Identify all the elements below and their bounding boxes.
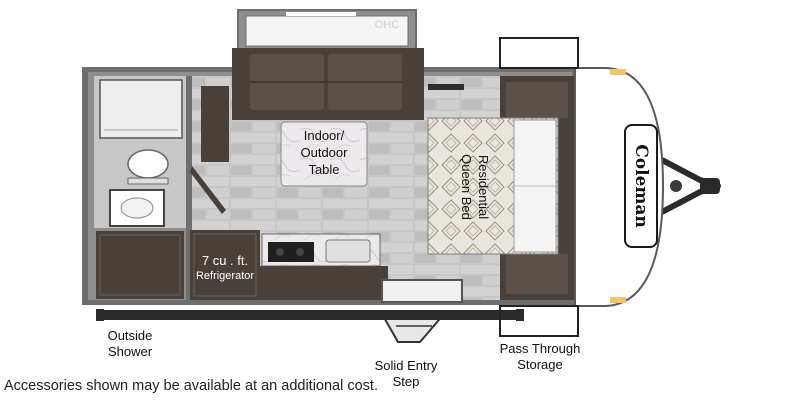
hitch bbox=[660, 157, 721, 215]
entry-step-label: Solid Entry Step bbox=[374, 358, 438, 389]
outside-shower-label: Outside Shower bbox=[107, 328, 153, 359]
kitchen-sink bbox=[325, 239, 371, 263]
fridge-name-label: Refrigerator bbox=[195, 270, 255, 282]
table-top bbox=[280, 121, 368, 187]
toilet bbox=[127, 149, 169, 179]
pass-through-label: Pass Through Storage bbox=[499, 341, 581, 372]
bed-label: Residential Queen Bed bbox=[459, 154, 491, 220]
entry-step-pad bbox=[381, 279, 463, 303]
refrigerator bbox=[190, 230, 260, 300]
cooktop bbox=[268, 242, 314, 262]
wardrobe-cabinet bbox=[201, 86, 229, 162]
brand-badge: Coleman bbox=[624, 124, 658, 248]
frame-rail bbox=[98, 310, 524, 320]
disclaimer-text: Accessories shown may be available at an… bbox=[4, 378, 378, 394]
ohc-label: OHC bbox=[374, 19, 400, 31]
table-label: Indoor/ Outdoor Table bbox=[300, 128, 348, 177]
shower-stall bbox=[99, 79, 183, 139]
pass-through-storage bbox=[499, 305, 579, 337]
bath-cabinet bbox=[96, 231, 184, 299]
fridge-size-label: 7 cu . ft. bbox=[201, 253, 249, 268]
brand-badge-text: Coleman bbox=[631, 144, 651, 228]
